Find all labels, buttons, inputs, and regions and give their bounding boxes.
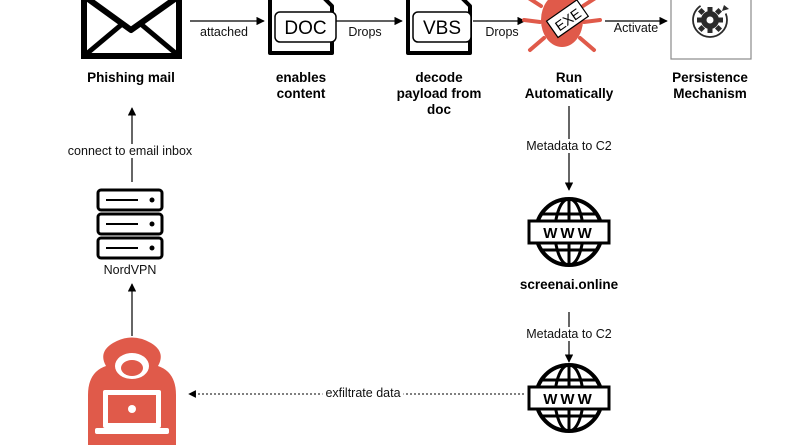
node-label-doc-line-1: enables [275,70,327,85]
edge-label-connect-text: connect to email inbox [67,144,193,158]
node-label-vbs: decode payload from doc [397,70,482,118]
node-label-exe-line-1: Run [555,70,583,85]
node-label-c2-domain: screenai.online [520,277,618,293]
edge-label-activate-text: Activate [613,21,659,35]
node-label-exe: Run Automatically [525,70,614,102]
globe-www: WWW [543,225,594,242]
edge-label-drops-2: Drops [485,25,518,39]
edge-label-metadata-2-text: Metadata to C2 [526,327,612,341]
globe-www-bottom: WWW [543,391,594,408]
edge-label-drops-2-text: Drops [485,25,519,39]
edge-label-exfiltrate-text: exfiltrate data [325,386,401,400]
edge-label-metadata-1-text: Metadata to C2 [526,139,612,153]
envelope-icon [81,0,182,59]
edge-label-metadata-2: Metadata to C2 [523,327,615,341]
node-label-persistence: Persistence Mechanism [672,70,748,102]
node-label-doc-line-2: content [276,86,326,101]
doc-file-icon: DOC [268,0,337,55]
edge-label-attached-text: attached [200,25,248,39]
node-label-vbs-line-3: doc [426,102,452,117]
node-label-phishing-mail: Phishing mail [87,70,175,86]
server-icon [96,188,164,260]
globe-icon-bottom: WWW [527,363,611,433]
node-label-persistence-line-2: Mechanism [673,86,747,101]
node-label-vbs-line-1: decode [415,70,463,85]
node-label-phishing-mail-text: Phishing mail [87,70,175,85]
edge-label-exfiltrate: exfiltrate data [322,386,404,400]
node-label-vbs-line-2: payload from [396,86,482,101]
node-label-doc: enables content [276,70,326,102]
edge-label-drops-1-text: Drops [348,25,382,39]
persistence-gear-icon [670,0,752,60]
vbs-file-icon: VBS [406,0,472,55]
edge-label-attached: attached [200,25,248,39]
edge-label-activate: Activate [614,21,658,35]
edge-label-metadata-1: Metadata to C2 [523,139,615,153]
node-label-vpn-text: NordVPN [103,263,157,277]
node-label-c2-domain-text: screenai.online [519,277,619,292]
edge-label-drops-1: Drops [348,25,381,39]
globe-icon: WWW [527,197,611,267]
doc-badge: DOC [284,18,326,39]
node-label-exe-line-2: Automatically [524,86,614,101]
node-label-vpn: NordVPN [104,263,157,277]
malware-bug-icon: EXE [522,0,602,52]
vbs-badge: VBS [423,18,461,39]
node-label-persistence-line-1: Persistence [672,70,748,85]
edge-label-connect: connect to email inbox [64,144,196,158]
hacker-icon [88,337,176,445]
